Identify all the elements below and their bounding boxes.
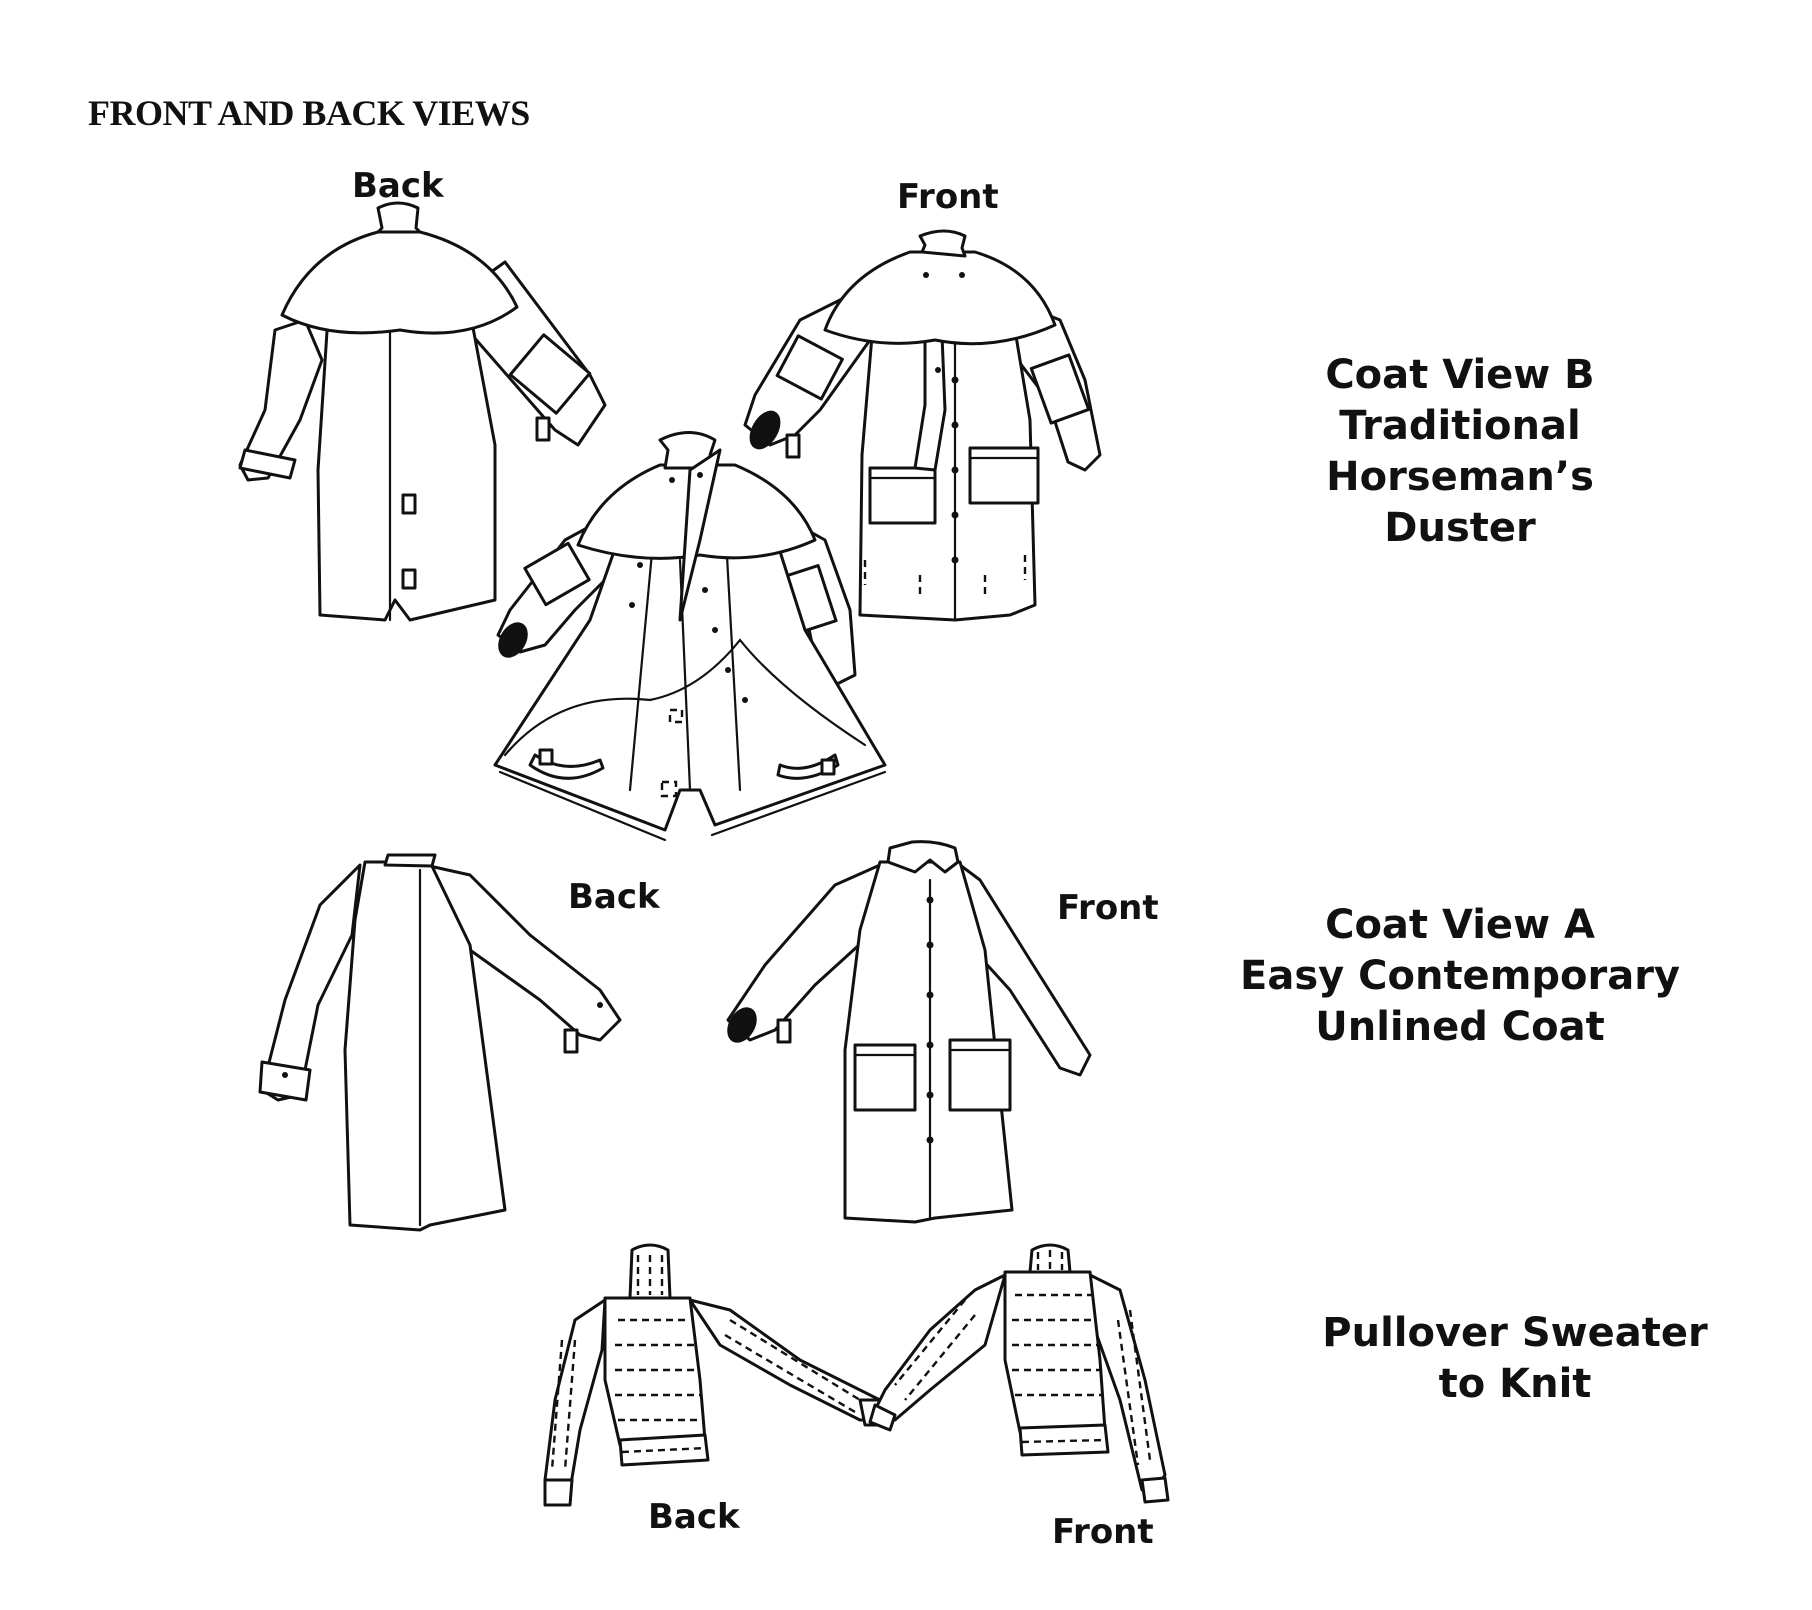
- sweater-back-label: Back: [648, 1497, 740, 1537]
- coat-view-b-subtitle-2: Duster: [1384, 505, 1536, 551]
- coat-view-a-caption: Coat View A Easy Contemporary Unlined Co…: [1200, 900, 1720, 1053]
- duster-front-label: Front: [897, 177, 999, 217]
- coat-a-back-label: Back: [568, 877, 660, 917]
- duster-back-label: Back: [352, 166, 444, 206]
- sweater-caption: Pullover Sweater to Knit: [1255, 1308, 1775, 1410]
- coat-a-front-label: Front: [1057, 888, 1159, 928]
- coat-view-a-subtitle-2: Unlined Coat: [1315, 1004, 1605, 1050]
- coat-view-a-title: Coat View A: [1325, 902, 1595, 948]
- sweater-subtitle: to Knit: [1438, 1361, 1592, 1407]
- duster-open-illustration: [493, 431, 887, 842]
- page-title: FRONT AND BACK VIEWS: [88, 93, 530, 133]
- coat-view-b-title: Coat View B: [1325, 352, 1595, 398]
- coat-view-b-subtitle: Traditional Horseman’s: [1326, 403, 1594, 500]
- coat-a-back-illustration: [258, 853, 622, 1232]
- duster-front-illustration: [743, 229, 1102, 622]
- sweater-front-label: Front: [1052, 1512, 1154, 1552]
- coat-a-front-illustration: [726, 840, 1092, 1224]
- sweater-title: Pullover Sweater: [1322, 1310, 1708, 1356]
- coat-view-b-caption: Coat View B Traditional Horseman’s Duste…: [1200, 350, 1720, 554]
- sweater-back-illustration: [543, 1243, 887, 1507]
- duster-back-illustration: [238, 201, 607, 622]
- sweater-front-illustration: [868, 1243, 1170, 1504]
- coat-view-a-subtitle: Easy Contemporary: [1240, 953, 1680, 999]
